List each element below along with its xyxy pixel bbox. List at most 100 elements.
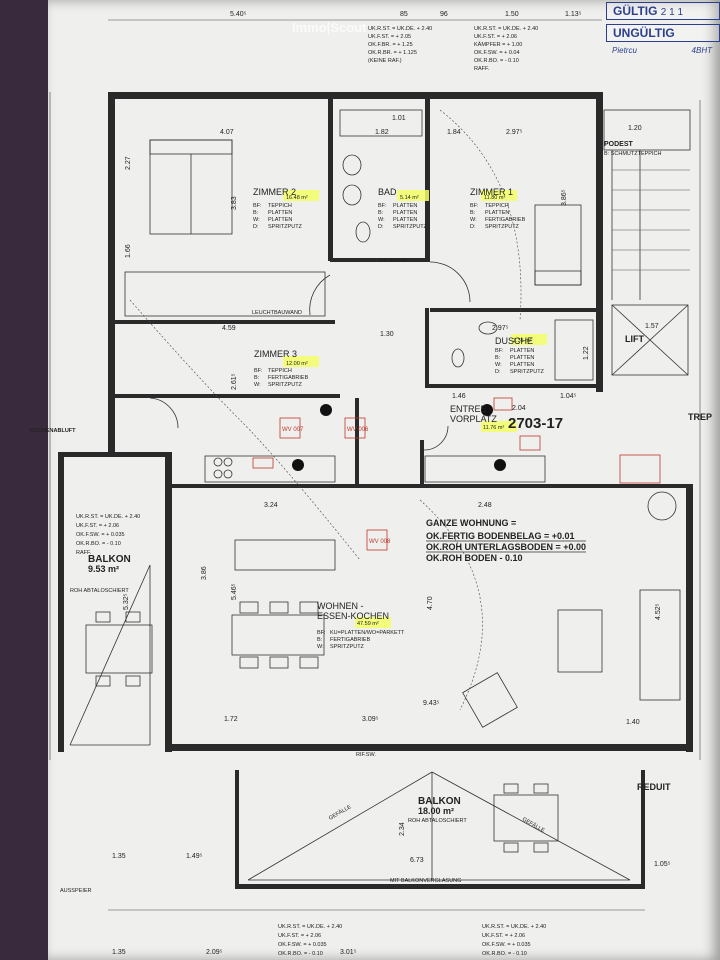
svg-text:UK.R.ST. = UK.DE. + 2.40: UK.R.ST. = UK.DE. + 2.40 <box>368 26 432 32</box>
svg-text:ZIMMER 1: ZIMMER 1 <box>470 187 513 197</box>
svg-text:1.22: 1.22 <box>583 346 590 360</box>
svg-text:2.48: 2.48 <box>478 502 492 509</box>
svg-text:OK.ROH BODEN - 0.: OK.ROH BODEN - 0.10 <box>426 553 523 563</box>
svg-text:W:: W: <box>254 382 261 388</box>
svg-text:UK.F.ST. = + 2.05: UK.F.ST. = + 2.05 <box>368 34 411 40</box>
svg-text:2.27: 2.27 <box>125 156 132 170</box>
svg-text:UK.F.ST. = + 2.06: UK.F.ST. = + 2.06 <box>474 34 517 40</box>
unit-label: 2703-17 <box>508 415 563 432</box>
svg-text:PLATTEN: PLATTEN <box>268 217 292 223</box>
misc-labels: KÜCHENABLUFT REDUIT LEUCHTBAUWAND AUSSPE… <box>30 258 671 894</box>
svg-text:1.84: 1.84 <box>447 129 461 136</box>
podest-label: PODEST <box>604 141 634 148</box>
svg-text:D:: D: <box>253 224 259 230</box>
svg-text:1.40: 1.40 <box>626 719 640 726</box>
svg-text:1.35: 1.35 <box>112 949 126 956</box>
svg-text:OK.R.BO. = - 0.10: OK.R.BO. = - 0.10 <box>278 951 323 957</box>
svg-text:KÜCHENABLUFT: KÜCHENABLUFT <box>30 427 76 434</box>
room-zimmer-1: ZIMMER 1 11.80 m² BF:TEPPICH B:PLATTEN W… <box>470 187 526 230</box>
svg-text:3.24: 3.24 <box>264 502 278 509</box>
svg-text:TEPPICH: TEPPICH <box>485 203 509 209</box>
svg-text:85: 85 <box>400 11 408 18</box>
svg-text:B:: B: <box>317 637 323 643</box>
level-notes-west: UK.R.ST. = UK.DE. + 2.40 UK.F.ST. = + 2.… <box>76 514 140 556</box>
balkon-west <box>69 564 151 746</box>
svg-text:TEPPICH: TEPPICH <box>268 368 292 374</box>
svg-text:ROH ABTALOSCHIERT: ROH ABTALOSCHIERT <box>408 818 467 824</box>
svg-text:1.46: 1.46 <box>452 393 466 400</box>
door-swings <box>129 109 522 711</box>
svg-text:3.09⁵: 3.09⁵ <box>362 716 379 723</box>
svg-text:D:: D: <box>470 224 476 230</box>
lift-label: LIFT <box>625 334 644 344</box>
svg-text:D:: D: <box>378 224 384 230</box>
svg-text:2.09⁵: 2.09⁵ <box>206 949 223 956</box>
svg-text:3.86⁵: 3.86⁵ <box>561 189 568 206</box>
svg-text:96: 96 <box>440 11 448 18</box>
dimension-lines: 5.40⁵ 85 96 1.50 1.13⁵ 1.35 1.49⁵ 6.73 1… <box>49 11 701 956</box>
svg-text:1.82: 1.82 <box>375 129 389 136</box>
svg-text:1.72: 1.72 <box>224 716 238 723</box>
svg-text:VORPLATZ: VORPLATZ <box>450 414 497 424</box>
svg-text:SPRITZPUTZ: SPRITZPUTZ <box>330 644 365 650</box>
svg-text:GEFÄLLE: GEFÄLLE <box>328 803 353 822</box>
svg-text:1.57: 1.57 <box>645 323 659 330</box>
svg-text:1.01: 1.01 <box>392 115 406 122</box>
svg-text:SPRITZPUTZ: SPRITZPUTZ <box>485 224 520 230</box>
svg-text:5.32⁵: 5.32⁵ <box>123 593 130 610</box>
room-zimmer-2: ZIMMER 2 16.48 m² BF:TEPPICH B:PLATTEN W… <box>253 187 308 230</box>
svg-text:MIT BALKONVERGLASUNG: MIT BALKONVERGLASUNG <box>390 878 461 884</box>
svg-text:11.80 m²: 11.80 m² <box>484 195 505 201</box>
svg-text:W:: W: <box>470 217 477 223</box>
svg-text:D:: D: <box>495 369 501 375</box>
svg-text:OK.F.SW. = + 0.04: OK.F.SW. = + 0.04 <box>474 50 520 56</box>
whole-unit-notes: GANZE WOHNUNG = OK.FERTIG BODENBELAG = +… <box>426 518 586 563</box>
svg-text:GEFÄLLE: GEFÄLLE <box>521 816 546 835</box>
svg-text:4.59: 4.59 <box>222 325 236 332</box>
svg-text:2.34: 2.34 <box>399 822 406 836</box>
svg-text:SPRITZPUTZ: SPRITZPUTZ <box>393 224 428 230</box>
svg-text:3.83: 3.83 <box>231 196 238 210</box>
svg-text:UK.R.ST. = UK.DE. + 2.40: UK.R.ST. = UK.DE. + 2.40 <box>76 514 140 520</box>
svg-text:W:: W: <box>253 217 260 223</box>
balkon-south <box>235 770 645 889</box>
svg-text:1.04⁵: 1.04⁵ <box>560 393 577 400</box>
svg-text:5.14 m²: 5.14 m² <box>400 195 419 201</box>
svg-text:FERTIGABRIEB: FERTIGABRIEB <box>330 637 371 643</box>
svg-text:ROH ABTALOSCHIERT: ROH ABTALOSCHIERT <box>70 588 129 594</box>
svg-text:B:: B: <box>470 210 476 216</box>
balkon-west-text: BALKON 9.53 m² ROH ABTALOSCHIERT <box>70 554 131 594</box>
svg-text:OK.FERTIG BODENBELAG = +0.01: OK.FERTIG BODENBELAG = +0.01 <box>426 531 575 541</box>
svg-text:B:: B: <box>378 210 384 216</box>
room-entree: ENTREE - VORPLATZ 11.76 m² 2703-17 <box>450 404 563 432</box>
svg-text:12.00 m²: 12.00 m² <box>286 361 308 367</box>
area-highlights <box>283 190 547 628</box>
svg-text:FV 90x200: FV 90x200 <box>380 258 407 264</box>
svg-text:OK.F.SW. = + 0.035: OK.F.SW. = + 0.035 <box>482 942 531 948</box>
svg-text:GANZE WOHNUNG =: GANZE WOHNUNG = <box>426 518 516 528</box>
podest-note: B: SCHMUTZTEPPICH <box>604 151 661 157</box>
level-notes-bottom: UK.R.ST. = UK.DE. + 2.40 UK.F.ST. = + 2.… <box>278 924 546 957</box>
svg-text:2.97⁵: 2.97⁵ <box>506 129 523 136</box>
svg-text:OK.R.BO. = - 0.10: OK.R.BO. = - 0.10 <box>482 951 527 957</box>
svg-text:RIF.SW.: RIF.SW. <box>356 752 376 758</box>
stamp-signatures: Pietrcu 4BHT <box>612 46 712 55</box>
svg-text:BALKON: BALKON <box>418 796 461 807</box>
svg-text:BF:: BF: <box>470 203 479 209</box>
svg-text:BF:: BF: <box>317 630 326 636</box>
svg-text:(KEINE RAF.): (KEINE RAF.) <box>368 58 402 64</box>
room-name: ZIMMER 2 <box>253 187 296 197</box>
invalid-stamp: UNGÜLTIG <box>606 24 720 42</box>
svg-text:REDUIT: REDUIT <box>637 782 671 792</box>
svg-text:BALKON: BALKON <box>88 554 131 565</box>
watermark: Immo|Scout <box>292 20 367 35</box>
svg-text:UK.F.ST. = + 2.06: UK.F.ST. = + 2.06 <box>482 933 525 939</box>
svg-text:ENTREE -: ENTREE - <box>450 404 492 414</box>
svg-text:UK.F.ST. = + 2.06: UK.F.ST. = + 2.06 <box>76 523 119 529</box>
svg-text:KÄMPFER = + 1.00: KÄMPFER = + 1.00 <box>474 41 522 48</box>
svg-text:1.13⁵: 1.13⁵ <box>565 11 582 18</box>
svg-text:KU=PLATTEN/WO=PARKETT: KU=PLATTEN/WO=PARKETT <box>330 630 405 636</box>
stair-area: LIFT PODEST B: SCHMUTZTEPPICH TREP <box>603 109 712 422</box>
wv-006: WV 006 <box>347 427 369 433</box>
